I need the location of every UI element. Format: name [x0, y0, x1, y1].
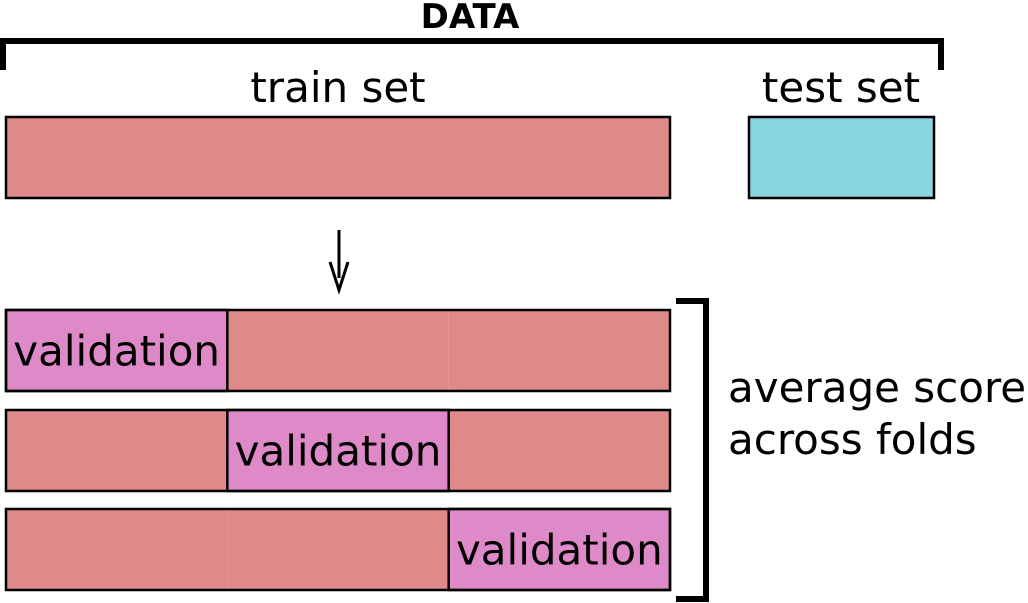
train-segment [448, 310, 670, 391]
train-segment [227, 509, 449, 590]
fold-outline [4, 308, 672, 393]
train-segment [227, 310, 449, 391]
fold-outline [4, 507, 672, 592]
split-arrow-head [328, 261, 350, 295]
test-set-label: test set [762, 63, 920, 112]
train-set-label: train set [250, 63, 425, 112]
validation-segment [448, 509, 670, 590]
result-line-1: average score [728, 363, 1026, 412]
fold-row-1: validation [4, 308, 672, 393]
validation-segment [6, 310, 228, 391]
fold-row-3: validation [4, 507, 672, 592]
validation-label: validation [13, 327, 220, 376]
validation-label: validation [456, 526, 663, 575]
data-title: DATA [421, 0, 520, 37]
train-set-bar [4, 115, 672, 200]
train-segment [6, 410, 228, 491]
test-set-bar [747, 115, 936, 200]
data-bracket [0, 38, 944, 70]
train-segment [448, 410, 670, 491]
validation-label: validation [235, 427, 442, 476]
folds-group: validation validation validation [4, 308, 672, 592]
fold-row-2: validation [4, 408, 672, 493]
result-line-2: across folds [728, 415, 977, 464]
folds-bracket [676, 298, 709, 602]
train-segment [6, 509, 228, 590]
validation-segment [227, 410, 449, 491]
fold-outline [4, 408, 672, 493]
